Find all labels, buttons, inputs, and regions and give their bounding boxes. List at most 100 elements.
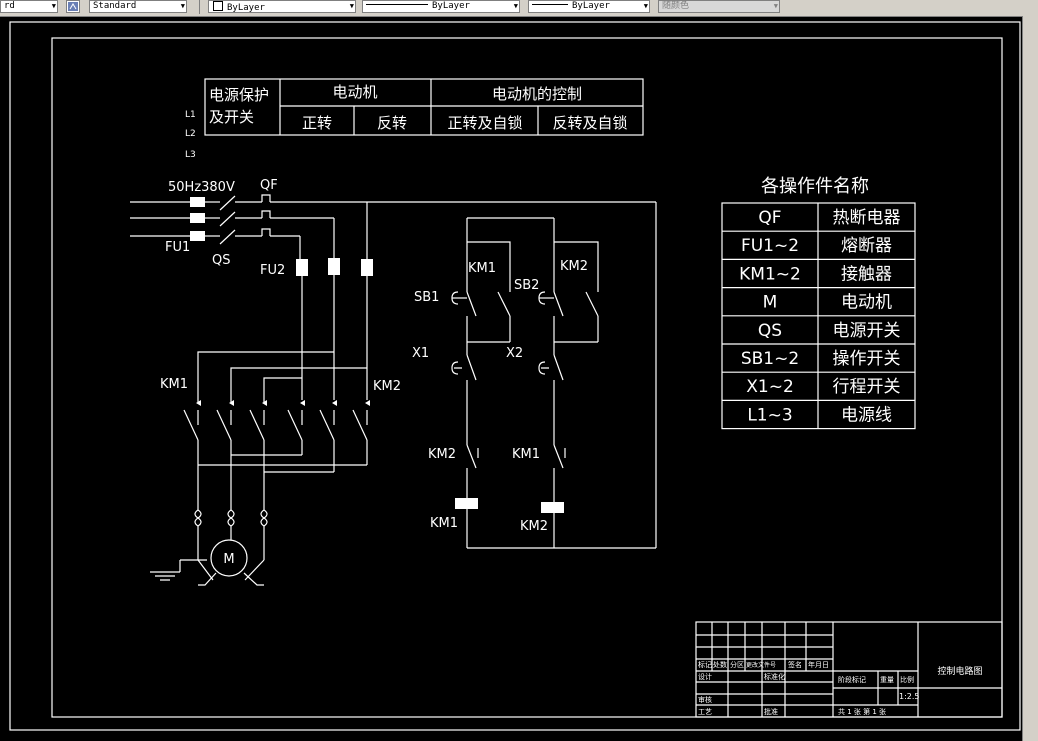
- sheet-border: [9, 21, 1021, 731]
- lineweight-sample-icon: [532, 4, 568, 5]
- chevron-down-icon: ▼: [513, 2, 518, 10]
- fuse-fu2-a: [296, 259, 308, 276]
- parts-row-name: 电动机: [841, 293, 892, 313]
- fuse-fu1-b: [190, 213, 205, 223]
- text-style-icon[interactable]: [66, 0, 80, 13]
- drawing-canvas[interactable]: 电源保护 及开关 电动机 正转 反转 电动机的控制 正转及自锁 反转及自锁 L1…: [0, 16, 1022, 741]
- header-power-line1: 电源保护: [209, 86, 269, 104]
- motor-label: M: [223, 552, 234, 567]
- parts-row-name: 热断电器: [833, 208, 901, 228]
- header-motor: 电动机: [332, 83, 377, 101]
- ground-icon: [150, 559, 207, 581]
- plot-style-value: 随颜色: [662, 1, 690, 11]
- parts-row-name: 行程开关: [833, 377, 901, 397]
- km1-main-label: KM1: [160, 377, 188, 392]
- parts-row-code: KM1~2: [739, 264, 801, 284]
- qs-label: QS: [212, 253, 230, 268]
- text-style-value: Standard: [93, 1, 137, 11]
- x1-label: X1: [412, 346, 429, 361]
- fuse-fu2-b: [328, 258, 340, 275]
- chevron-down-icon: ▼: [643, 2, 648, 10]
- parts-row-code: L1~3: [747, 405, 792, 425]
- parts-row-code: M: [763, 293, 778, 313]
- km2-selflock-label: KM2: [560, 259, 588, 274]
- fuse-fu1-a: [190, 197, 205, 207]
- header-reverse: 反转: [377, 114, 407, 132]
- drawing-frame: [51, 37, 1003, 718]
- chevron-down-icon: ▼: [180, 2, 185, 10]
- layer-dropdown[interactable]: rd ▼: [0, 0, 58, 13]
- chevron-down-icon: ▼: [349, 2, 354, 10]
- parts-row-name: 操作开关: [833, 349, 901, 369]
- linetype-value: ByLayer: [432, 1, 470, 11]
- header-control: 电动机的控制: [492, 85, 582, 103]
- qf-label: QF: [260, 178, 278, 193]
- header-forward: 正转: [302, 114, 332, 132]
- km1-interlock-label: KM1: [512, 447, 540, 462]
- tb-cell-approve: 批准: [764, 707, 778, 716]
- sb1-label: SB1: [414, 290, 439, 305]
- tb-cell-review: 审核: [698, 695, 712, 704]
- parts-row-code: QF: [758, 208, 781, 228]
- header-fwd-lock: 正转及自锁: [447, 114, 522, 132]
- header-power-line2: 及开关: [209, 108, 254, 126]
- tb-sheet: 共 1 张 第 1 张: [838, 707, 886, 716]
- x2-label: X2: [506, 346, 523, 361]
- parts-row-code: SB1~2: [741, 349, 799, 369]
- properties-toolbar: rd ▼ Standard ▼ ByLayer ▼ ByLayer ▼ ByLa…: [0, 0, 1038, 17]
- header-rev-lock: 反转及自锁: [552, 114, 627, 132]
- parts-row-code: FU1~2: [741, 236, 799, 256]
- tb-scale-value: 1:2.5: [899, 692, 920, 701]
- km1-selflock-label: KM1: [468, 261, 496, 276]
- freq-label: 50Hz380V: [168, 180, 235, 195]
- vertical-scrollbar[interactable]: [1022, 16, 1038, 741]
- tb-cell-date: 年月日: [808, 660, 829, 669]
- tb-drawing-name: 控制电路图: [937, 665, 982, 677]
- tb-cell-sign: 签名: [788, 660, 802, 669]
- plot-style-dropdown[interactable]: 随颜色 ▼: [658, 0, 780, 13]
- fuse-fu1-c: [190, 231, 205, 241]
- km1-coil: [455, 498, 478, 509]
- fu2-label: FU2: [260, 263, 285, 278]
- km2-interlock-label: KM2: [428, 447, 456, 462]
- fuse-fu2-c: [361, 259, 373, 276]
- line-label-l1: L1: [185, 110, 196, 120]
- tb-cell-change: 更改文件号: [746, 661, 776, 669]
- parts-row-name: 熔断器: [841, 236, 892, 256]
- chevron-down-icon: ▼: [51, 2, 56, 10]
- line-label-l3: L3: [185, 150, 196, 160]
- linetype-dropdown[interactable]: ByLayer ▼: [362, 0, 520, 13]
- parts-row-name: 电源开关: [833, 321, 901, 341]
- lineweight-dropdown[interactable]: ByLayer ▼: [528, 0, 650, 13]
- layer-control-value: ByLayer: [227, 3, 265, 13]
- toolbar-separator: [199, 0, 200, 14]
- line-label-l2: L2: [185, 129, 196, 139]
- layer-control-dropdown[interactable]: ByLayer ▼: [208, 0, 356, 13]
- km2-main-label: KM2: [373, 379, 401, 394]
- km2-coil: [541, 502, 564, 513]
- motor-symbol: [210, 539, 248, 577]
- color-swatch-icon: [213, 1, 223, 11]
- lineweight-value: ByLayer: [572, 1, 610, 11]
- tb-cell-stage: 阶段标记: [838, 675, 866, 684]
- main-contactor-circuit: KM1 KM2: [150, 351, 401, 586]
- tb-cell-process: 工艺: [698, 708, 712, 716]
- title-block: 标记 处数 分区 更改文件号 签名 年月日 设计 标准化 阶段标记 重量 比例 …: [695, 621, 1003, 718]
- control-circuit: KM1 KM2 SB1 SB2 X1 X2 KM2 KM1: [412, 202, 657, 549]
- tb-cell-zone: 分区: [730, 660, 744, 669]
- tb-cell-count: 处数: [713, 660, 727, 669]
- text-style-glyph: [68, 2, 78, 11]
- parts-row-name: 接触器: [841, 264, 892, 284]
- parts-row-code: X1~2: [746, 377, 794, 397]
- tb-cell-design: 设计: [698, 672, 712, 681]
- parts-row-code: QS: [758, 321, 782, 341]
- sb2-label: SB2: [514, 278, 539, 293]
- layer-dropdown-value: rd: [4, 1, 15, 11]
- parts-row-name: 电源线: [841, 405, 892, 425]
- header-table: 电源保护 及开关 电动机 正转 反转 电动机的控制 正转及自锁 反转及自锁: [204, 78, 644, 136]
- km2-coil-label: KM2: [520, 519, 548, 534]
- text-style-dropdown[interactable]: Standard ▼: [89, 0, 187, 13]
- power-input-circuit: 50Hz380V QF FU1 QS FU2: [130, 178, 656, 400]
- km1-coil-label: KM1: [430, 516, 458, 531]
